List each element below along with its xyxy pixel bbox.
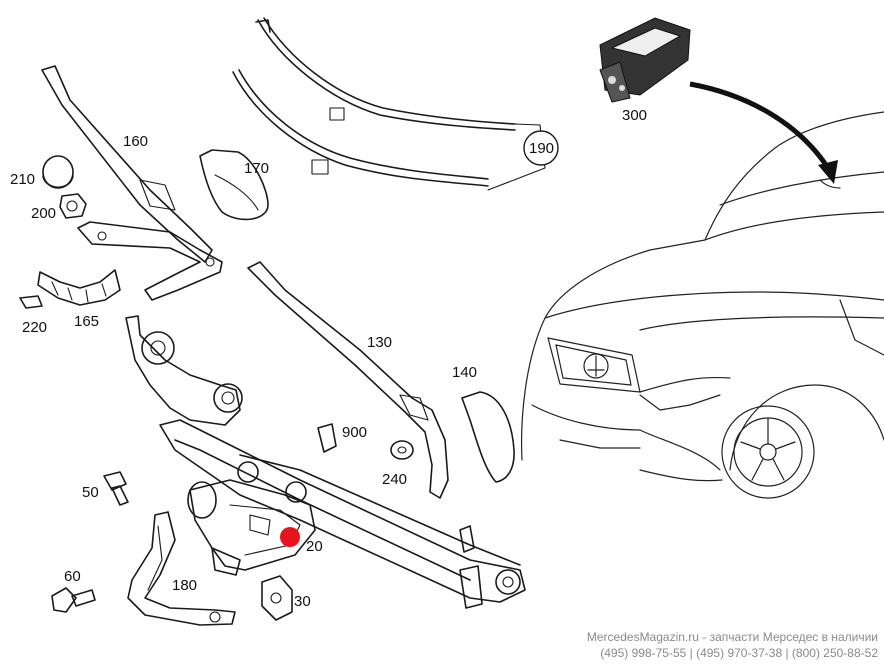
part-170-cover <box>199 149 269 221</box>
label-220[interactable]: 220 <box>22 319 47 336</box>
label-210[interactable]: 210 <box>10 171 35 188</box>
label-170[interactable]: 170 <box>244 160 269 177</box>
part-220-clip <box>19 295 43 309</box>
label-200[interactable]: 200 <box>31 205 56 222</box>
car-outline <box>521 111 884 499</box>
part-130-wiper-arm <box>247 261 449 499</box>
part-10-wiper-linkage <box>125 315 526 609</box>
part-200-nut <box>59 193 87 219</box>
part-240-washer <box>390 440 414 460</box>
watermark-line1: MercedesMagazin.ru - запчасти Мерседес в… <box>586 630 878 644</box>
part-160-wiper-arm <box>41 65 213 263</box>
label-300[interactable]: 300 <box>622 107 647 124</box>
part-210-cap <box>42 155 74 189</box>
label-190[interactable]: 190 <box>529 140 554 157</box>
part-300-sensor <box>599 17 691 103</box>
part-900-clip <box>317 423 337 453</box>
part-30-mount <box>261 575 293 621</box>
part-140-cover <box>461 391 515 483</box>
part-165-clip <box>37 269 121 306</box>
highlight-marker[interactable] <box>280 527 300 547</box>
part-60-bolt <box>51 587 96 613</box>
label-140[interactable]: 140 <box>452 364 477 381</box>
label-60[interactable]: 60 <box>64 568 81 585</box>
label-20[interactable]: 20 <box>306 538 323 555</box>
label-160[interactable]: 160 <box>123 133 148 150</box>
label-130[interactable]: 130 <box>367 334 392 351</box>
part-180-bracket <box>127 511 236 626</box>
part-linkage-bracket <box>77 221 223 301</box>
label-50[interactable]: 50 <box>82 484 99 501</box>
part-20-wiper-motor <box>187 479 316 576</box>
label-180[interactable]: 180 <box>172 577 197 594</box>
label-165[interactable]: 165 <box>74 313 99 330</box>
label-240[interactable]: 240 <box>382 471 407 488</box>
pointer-arrow <box>689 81 838 184</box>
part-190-wiper-blades <box>232 17 546 191</box>
part-50-bolt <box>103 471 129 506</box>
watermark-line2: (495) 998-75-55 | (495) 970-37-38 | (800… <box>600 646 878 660</box>
part-labels: 300 190 160 170 210 200 220 165 130 140 … <box>10 107 647 610</box>
label-30[interactable]: 30 <box>294 593 311 610</box>
label-900[interactable]: 900 <box>342 424 367 441</box>
